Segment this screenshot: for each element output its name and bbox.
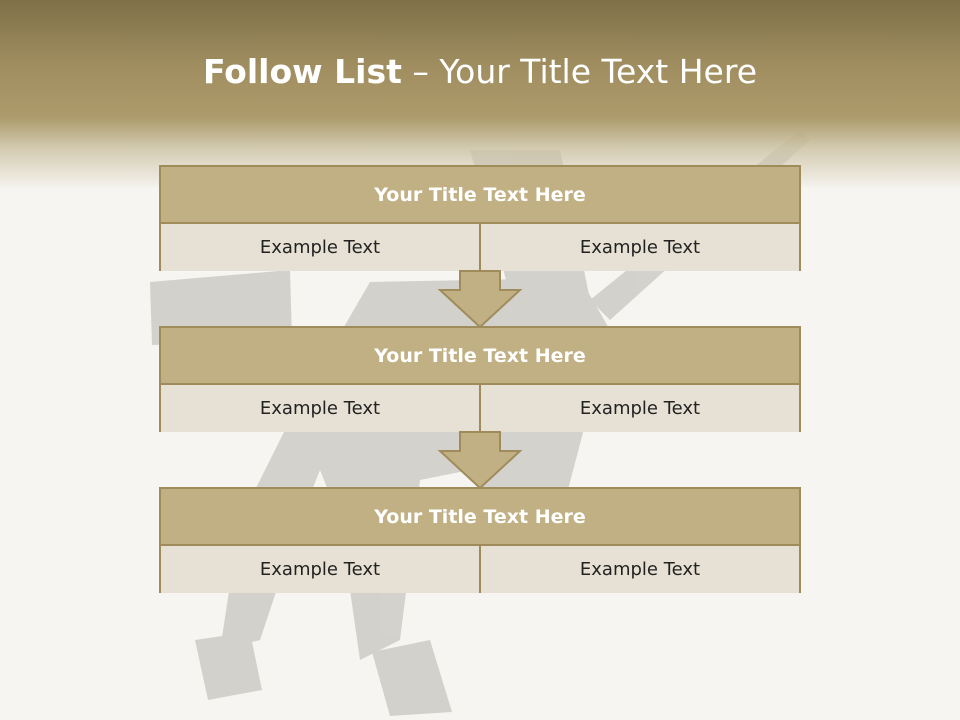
- slide-title-separator: –: [401, 52, 440, 91]
- slide-title-bold: Follow List: [202, 52, 402, 91]
- block-cell-left: Example Text: [161, 224, 479, 271]
- block-cell-left: Example Text: [161, 546, 479, 593]
- block-title: Your Title Text Here: [161, 167, 799, 224]
- list-block-2: Your Title Text Here Example Text Exampl…: [159, 326, 801, 432]
- block-cell-right: Example Text: [479, 224, 799, 271]
- down-arrow-icon: [438, 270, 522, 328]
- block-row: Example Text Example Text: [161, 224, 799, 271]
- slide-title: Follow List – Your Title Text Here: [0, 52, 960, 91]
- block-cell-right: Example Text: [479, 546, 799, 593]
- list-block-3: Your Title Text Here Example Text Exampl…: [159, 487, 801, 593]
- list-block-1: Your Title Text Here Example Text Exampl…: [159, 165, 801, 271]
- block-cell-left: Example Text: [161, 385, 479, 432]
- down-arrow-icon: [438, 431, 522, 489]
- block-cell-right: Example Text: [479, 385, 799, 432]
- slide-title-rest: Your Title Text Here: [439, 52, 758, 91]
- block-row: Example Text Example Text: [161, 546, 799, 593]
- block-row: Example Text Example Text: [161, 385, 799, 432]
- block-title: Your Title Text Here: [161, 489, 799, 546]
- block-title: Your Title Text Here: [161, 328, 799, 385]
- header-band: [0, 0, 960, 190]
